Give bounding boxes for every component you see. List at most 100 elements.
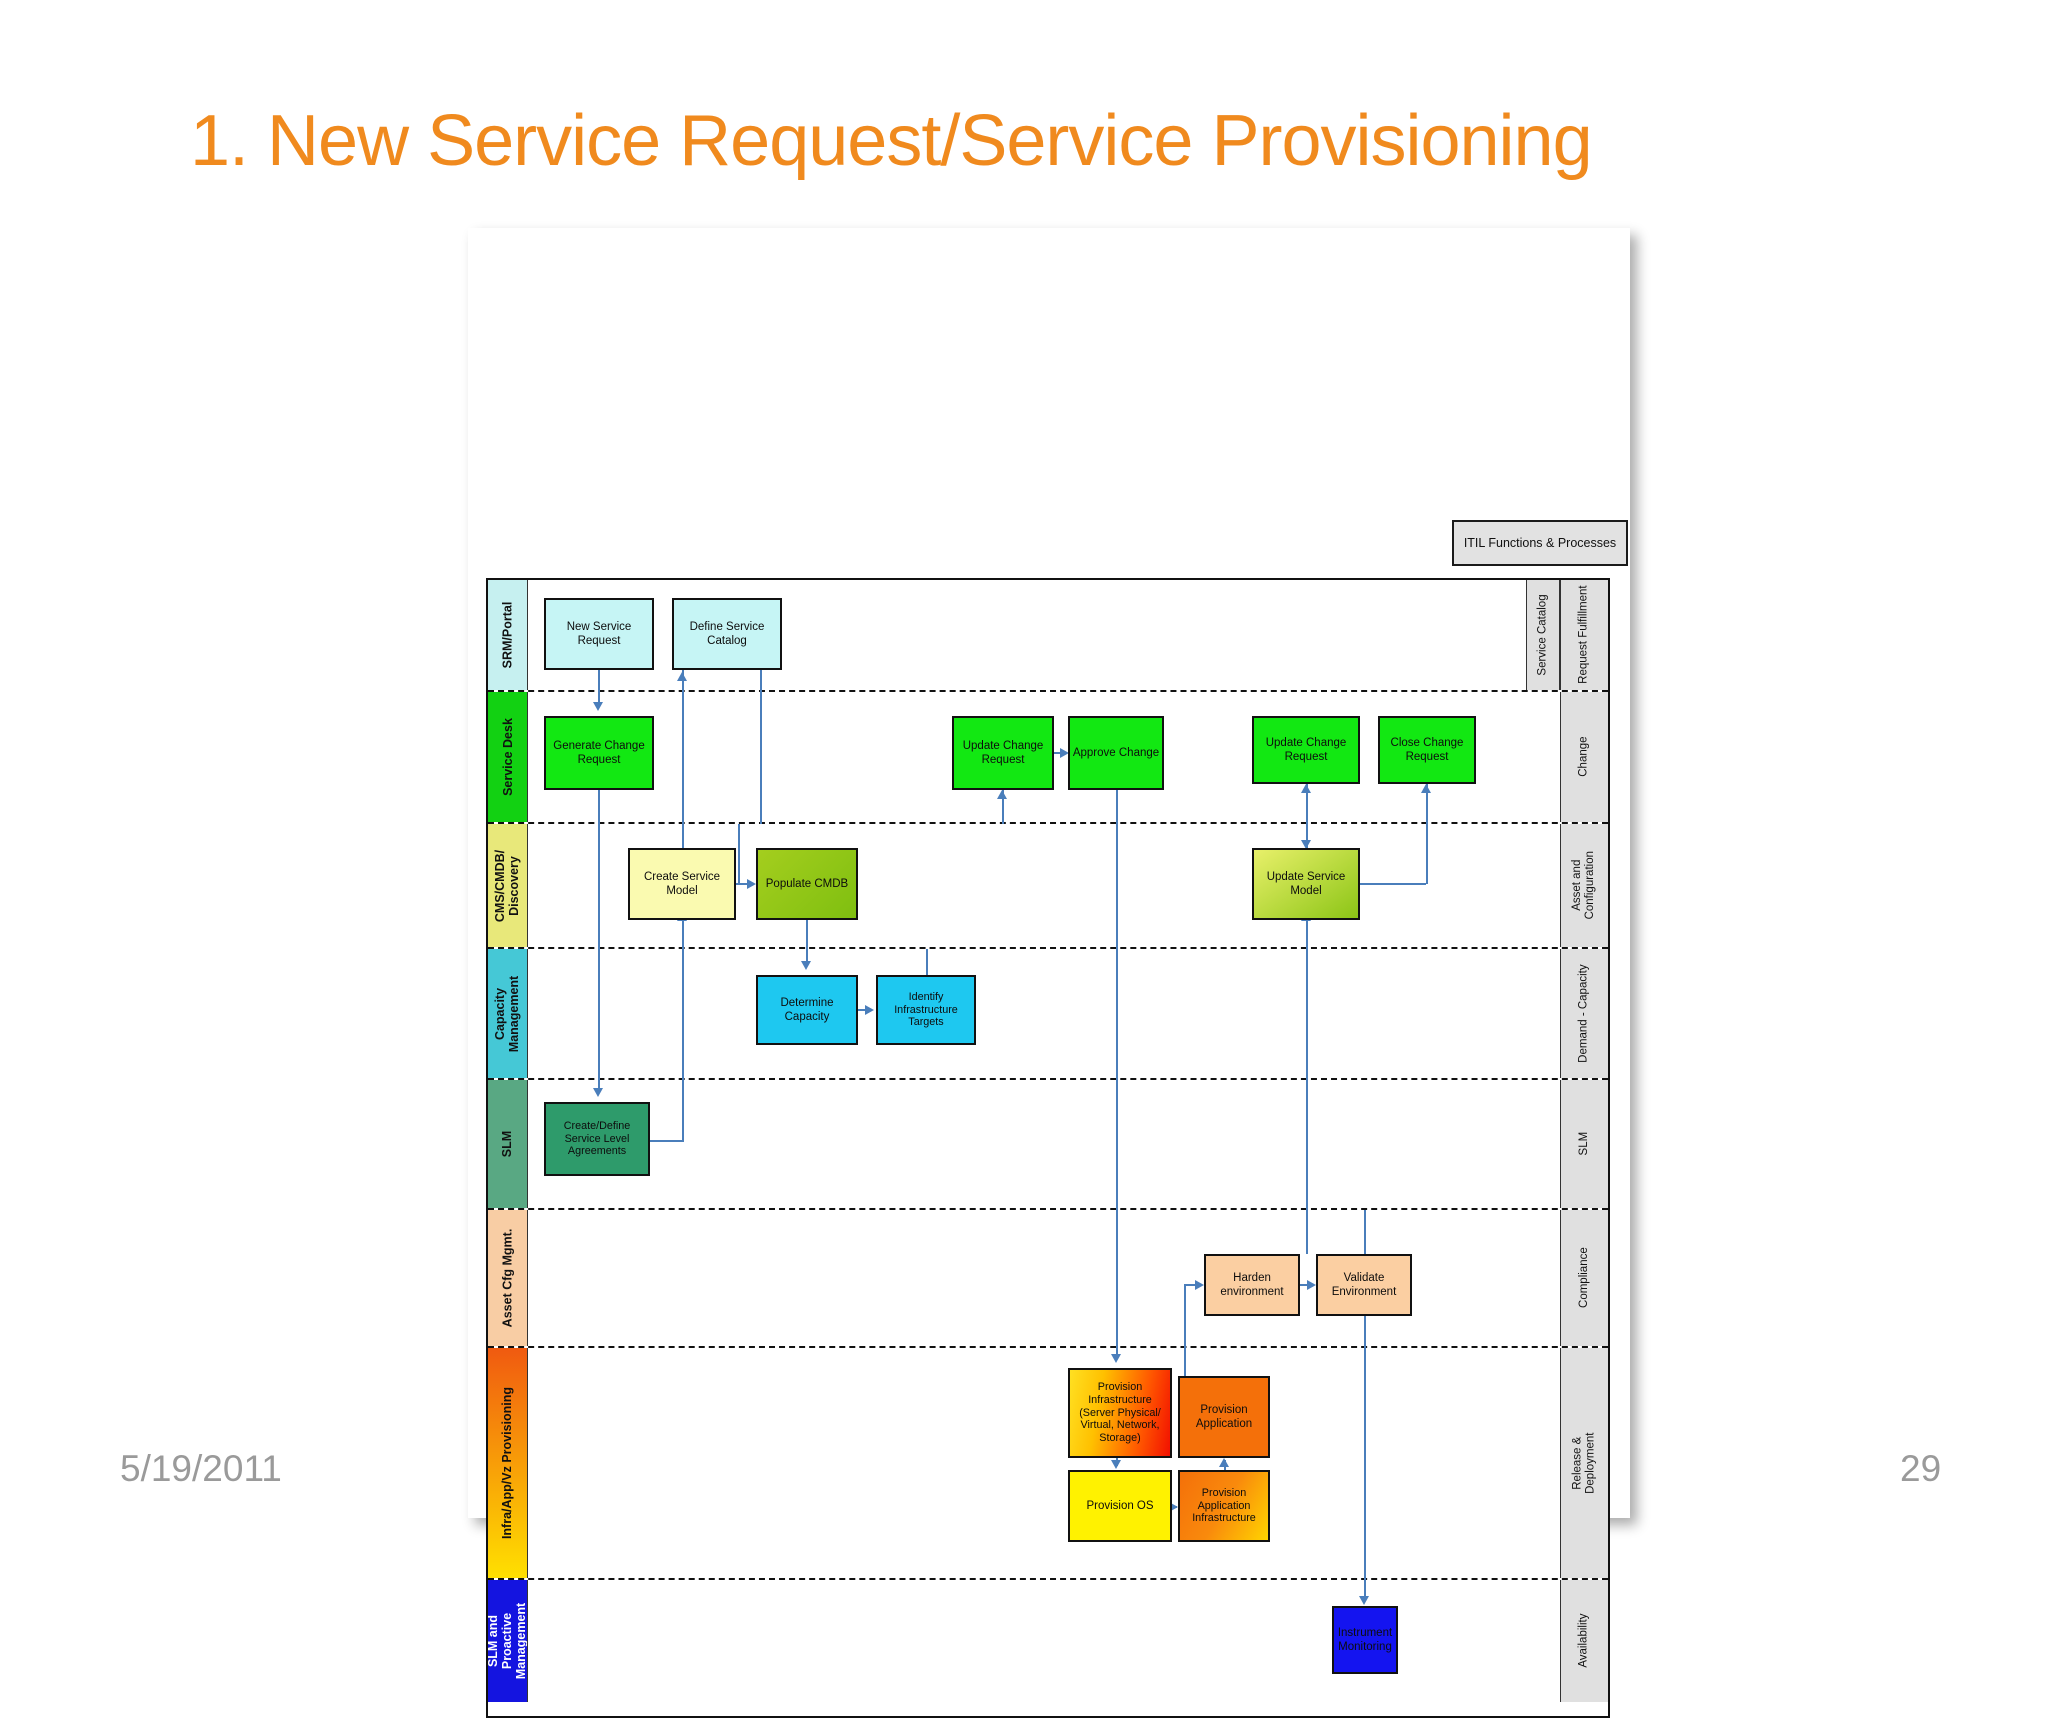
connector-top-to-populate (738, 824, 740, 884)
connector-csm-pass (682, 949, 684, 1080)
node-instrument-monitoring[interactable]: Instrument Monitoring (1332, 1606, 1398, 1674)
connector-dsc-down-right (760, 670, 762, 694)
node-provision-os[interactable]: Provision OS (1068, 1470, 1172, 1542)
swimlane-label-slm-proactive-management: SLM and Proactive Management (488, 1580, 528, 1702)
connector-usm-pass-2 (1306, 1080, 1308, 1210)
arrow-into-ucr2 (1301, 784, 1311, 793)
arrow-into-generate-change-request (593, 702, 603, 711)
service-catalog-strip: Service Catalog (1526, 580, 1560, 690)
connector-dsc-down-left (682, 670, 684, 694)
connector-iit-up (926, 949, 928, 975)
connector-approve-pass-3 (1116, 1080, 1118, 1210)
node-close-change-request[interactable]: Close Change Request (1378, 716, 1476, 784)
connector-usm-up (1306, 824, 1308, 848)
node-create-define-sla[interactable]: Create/Define Service Level Agreements (544, 1102, 650, 1176)
node-provision-application-infrastructure[interactable]: Provision Application Infrastructure (1178, 1470, 1270, 1542)
swimlane-body-capacity-management: Determine Capacity Identify Infrastructu… (528, 949, 1560, 1080)
node-update-service-model[interactable]: Update Service Model (1252, 848, 1360, 920)
arrow-pos-to-pai (1169, 1502, 1178, 1512)
connector-csm-up (682, 920, 684, 949)
page-title: 1. New Service Request/Service Provision… (190, 101, 1593, 181)
itil-functions-legend: ITIL Functions & Processes (1452, 520, 1628, 566)
itil-process-change: Change (1560, 692, 1608, 822)
itil-process-release-deployment: Release & Deployment (1560, 1348, 1608, 1578)
swimlane-infra-app-vz-provisioning: Infra/App/Vz Provisioning Provision Infr… (488, 1348, 1608, 1580)
swimlane-slm: SLM Create/Define Service Level Agreemen… (488, 1080, 1608, 1210)
arrow-into-ucr1 (997, 790, 1007, 799)
node-update-change-request-1[interactable]: Update Change Request (952, 716, 1054, 790)
node-provision-infrastructure[interactable]: Provision Infrastructure (Server Physica… (1068, 1368, 1172, 1458)
arrow-csm-to-populate (747, 879, 756, 889)
connector-up-to-harden (1184, 1285, 1186, 1348)
node-identify-infrastructure-targets[interactable]: Identify Infrastructure Targets (876, 975, 976, 1045)
swimlane-body-slm-proactive-management: Instrument Monitoring (528, 1580, 1560, 1702)
connector-usm-down (1306, 920, 1308, 949)
connector-dsc-pass-right (760, 692, 762, 824)
itil-process-asset-and-configuration: Asset and Configuration (1560, 824, 1608, 947)
arrow-into-usm-top (1301, 840, 1311, 849)
connector-validate-down (1364, 1316, 1366, 1348)
itil-process-compliance: Compliance (1560, 1210, 1608, 1346)
swimlane-service-desk: Service Desk Generate Change Request Upd… (488, 692, 1608, 824)
connector-ucr2-up (1306, 784, 1308, 824)
node-create-service-model[interactable]: Create Service Model (628, 848, 736, 920)
arrow-into-ccr (1421, 784, 1431, 793)
node-determine-capacity[interactable]: Determine Capacity (756, 975, 858, 1045)
connector-dsc-pass-left (682, 692, 684, 824)
connector-approve-pass (1116, 824, 1118, 949)
node-generate-change-request[interactable]: Generate Change Request (544, 716, 654, 790)
connector-into-create-service-model (682, 824, 684, 848)
swimlane-slm-proactive-management: SLM and Proactive Management Instrument … (488, 1580, 1608, 1702)
arrow-determine-to-identify (865, 1005, 874, 1015)
connector-validate-pass (1364, 1348, 1366, 1580)
swimlane-body-cms-cmdb-discovery: Create Service Model Populate CMDB Updat… (528, 824, 1560, 949)
swimlane-body-asset-cfg-mgmt: Harden environment Validate Environment (528, 1210, 1560, 1348)
swimlane-srm-portal: SRM/Portal New Service Request Define Se… (488, 580, 1608, 694)
connector-harden-to-validate (1300, 1284, 1309, 1286)
node-approve-change[interactable]: Approve Change (1068, 716, 1164, 790)
arrow-harden-to-validate (1307, 1280, 1316, 1290)
connector-nsr-down (598, 670, 600, 694)
swimlane-label-service-desk: Service Desk (488, 692, 528, 822)
connector-ccr-up (1426, 784, 1428, 824)
swimlane-label-cms-cmdb-discovery: CMS/CMDB/ Discovery (488, 824, 528, 947)
arrow-into-provision-infrastructure (1111, 1354, 1121, 1363)
arrow-into-define-service-catalog (677, 672, 687, 681)
arrow-into-harden (1195, 1280, 1204, 1290)
node-harden-environment[interactable]: Harden environment (1204, 1254, 1300, 1316)
connector-gcr-pass (598, 824, 600, 949)
swimlane-label-asset-cfg-mgmt: Asset Cfg Mgmt. (488, 1210, 528, 1346)
connector-sla-to-csm-v (682, 1080, 684, 1141)
connector-usm-pass-3 (1306, 1210, 1308, 1254)
connector-approve-down (1116, 790, 1118, 824)
itil-process-availability: Availability (1560, 1580, 1608, 1702)
connector-approve-to-provision (1116, 1348, 1118, 1356)
node-provision-application[interactable]: Provision Application (1178, 1376, 1270, 1458)
diagram-card: ITIL Functions & Processes SRM/Portal Ne… (468, 228, 1630, 1718)
itil-process-request-fulfillment: Request Fulfillment (1560, 580, 1608, 690)
swimlane-label-slm: SLM (488, 1080, 528, 1208)
node-update-change-request-2[interactable]: Update Change Request (1252, 716, 1360, 784)
swimlane-body-infra-app-vz-provisioning: Provision Infrastructure (Server Physica… (528, 1348, 1560, 1580)
connector-gcr-pass-2 (598, 949, 600, 1080)
swimlane-label-capacity-management: Capacity Management (488, 949, 528, 1078)
itil-process-slm: SLM (1560, 1080, 1608, 1208)
node-define-service-catalog[interactable]: Define Service Catalog (672, 598, 782, 670)
swimlane-body-srm-portal: New Service Request Define Service Catal… (528, 580, 1560, 694)
swimlane-body-slm: Create/Define Service Level Agreements (528, 1080, 1560, 1210)
connector-approve-pass-2 (1116, 949, 1118, 1080)
arrow-into-create-define-sla (593, 1088, 603, 1097)
node-new-service-request[interactable]: New Service Request (544, 598, 654, 670)
swimlane-label-srm-portal: SRM/Portal (488, 580, 528, 690)
connector-validate-up (1364, 1210, 1366, 1254)
arrow-ucr1-to-approve (1060, 748, 1069, 758)
swimlane-diagram: SRM/Portal New Service Request Define Se… (486, 578, 1610, 1718)
node-validate-environment[interactable]: Validate Environment (1316, 1254, 1412, 1316)
node-populate-cmdb[interactable]: Populate CMDB (756, 848, 858, 920)
connector-approve-pass-4 (1116, 1210, 1118, 1348)
itil-process-demand-capacity: Demand - Capacity (1560, 949, 1608, 1078)
connector-ucr1-up (1002, 790, 1004, 824)
connector-usm-to-ccr-v (1426, 824, 1428, 884)
swimlane-cms-cmdb-discovery: CMS/CMDB/ Discovery Create Service Model… (488, 824, 1608, 949)
swimlane-body-service-desk: Generate Change Request Update Change Re… (528, 692, 1560, 824)
